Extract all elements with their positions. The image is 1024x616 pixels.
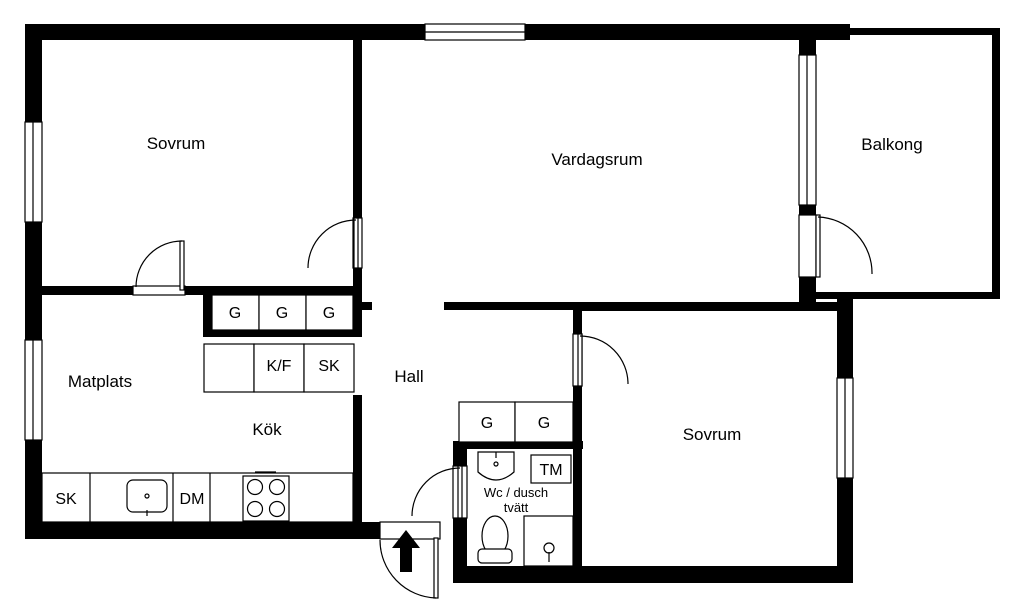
stove-icon (242, 475, 290, 522)
room-label-living-room: Vardagsrum (551, 150, 642, 169)
room-label-hall: Hall (394, 367, 423, 386)
wardrobe-hall-2 (514, 401, 574, 443)
label-wardrobe-top-1: G (229, 305, 241, 322)
kitchen-counter (41, 472, 354, 523)
room-label-dining: Matplats (68, 372, 132, 391)
label-wardrobe-top-3: G (323, 305, 335, 322)
label-dishwasher: DM (180, 491, 205, 508)
door-bedroom-1 (179, 240, 185, 291)
room-label-balcony: Balkong (861, 135, 922, 154)
room-label-kitchen: Kök (252, 420, 282, 439)
windows (24, 23, 854, 479)
label-dryer: TM (539, 462, 562, 479)
label-closet-kitchen: SK (55, 491, 77, 508)
room-label-bathroom-2: tvätt (504, 500, 529, 515)
label-wardrobe-hall-1: G (481, 415, 493, 432)
entrance-arrow-icon (392, 530, 420, 572)
label-wardrobe-top-2: G (276, 305, 288, 322)
doors (132, 214, 873, 599)
door-bedroom-2 (577, 333, 583, 387)
kitchen-counter-blank (203, 343, 255, 393)
label-closet-mid: SK (318, 358, 340, 375)
kitchen-sink-icon (126, 479, 168, 513)
door-entrance (433, 537, 439, 599)
fridge-freezer (253, 343, 305, 393)
room-label-bedroom-1: Sovrum (147, 134, 206, 153)
closet-mid (303, 343, 355, 393)
room-label-bathroom-1: Wc / dusch (484, 485, 548, 500)
label-wardrobe-hall-2: G (538, 415, 550, 432)
wardrobe-hall-1 (458, 401, 516, 443)
door-balcony (815, 214, 821, 278)
label-fridge-freezer: K/F (267, 358, 292, 375)
wardrobe-top-2 (258, 294, 307, 331)
labels: Sovrum Vardagsrum Balkong Matplats Kök H… (55, 134, 922, 515)
fixtures (41, 294, 574, 567)
door-living-room (353, 217, 359, 269)
dryer (530, 454, 572, 484)
wardrobe-top-3 (305, 294, 354, 331)
room-label-bedroom-2: Sovrum (683, 425, 742, 444)
door-bathroom (457, 465, 463, 519)
